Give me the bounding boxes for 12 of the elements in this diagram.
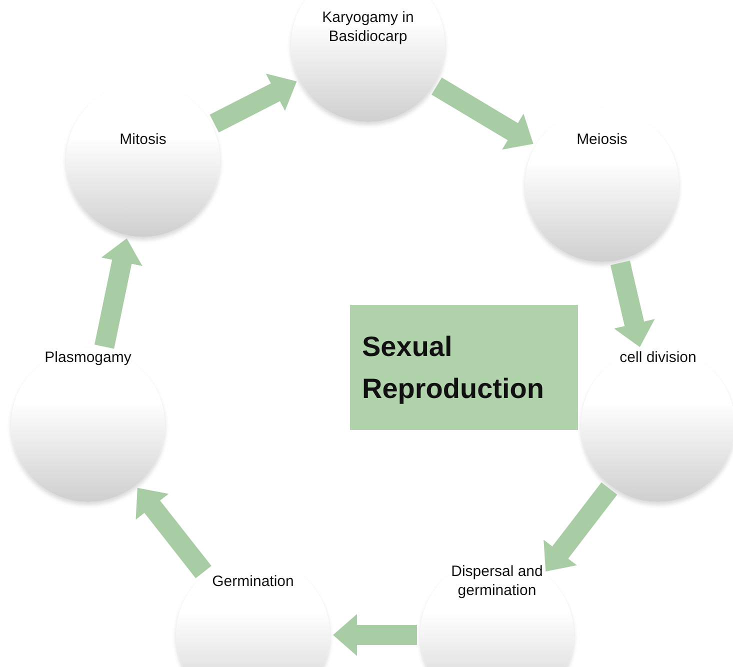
stage-label: Germination bbox=[212, 572, 294, 591]
block-arrow bbox=[94, 236, 142, 349]
block-arrow bbox=[610, 260, 655, 350]
stage-label: Dispersal and germination bbox=[450, 562, 544, 600]
stage-label: Meiosis bbox=[576, 130, 628, 149]
stage-label: Plasmogamy bbox=[44, 348, 132, 367]
stage-label: Mitosis bbox=[120, 130, 166, 149]
block-arrow bbox=[333, 614, 417, 656]
title-text: Sexual Reproduction bbox=[362, 330, 545, 406]
stage-label: Karyogamy in Basidiocarp bbox=[321, 8, 415, 46]
title-box bbox=[350, 305, 578, 430]
stage-label: cell division bbox=[620, 348, 696, 367]
